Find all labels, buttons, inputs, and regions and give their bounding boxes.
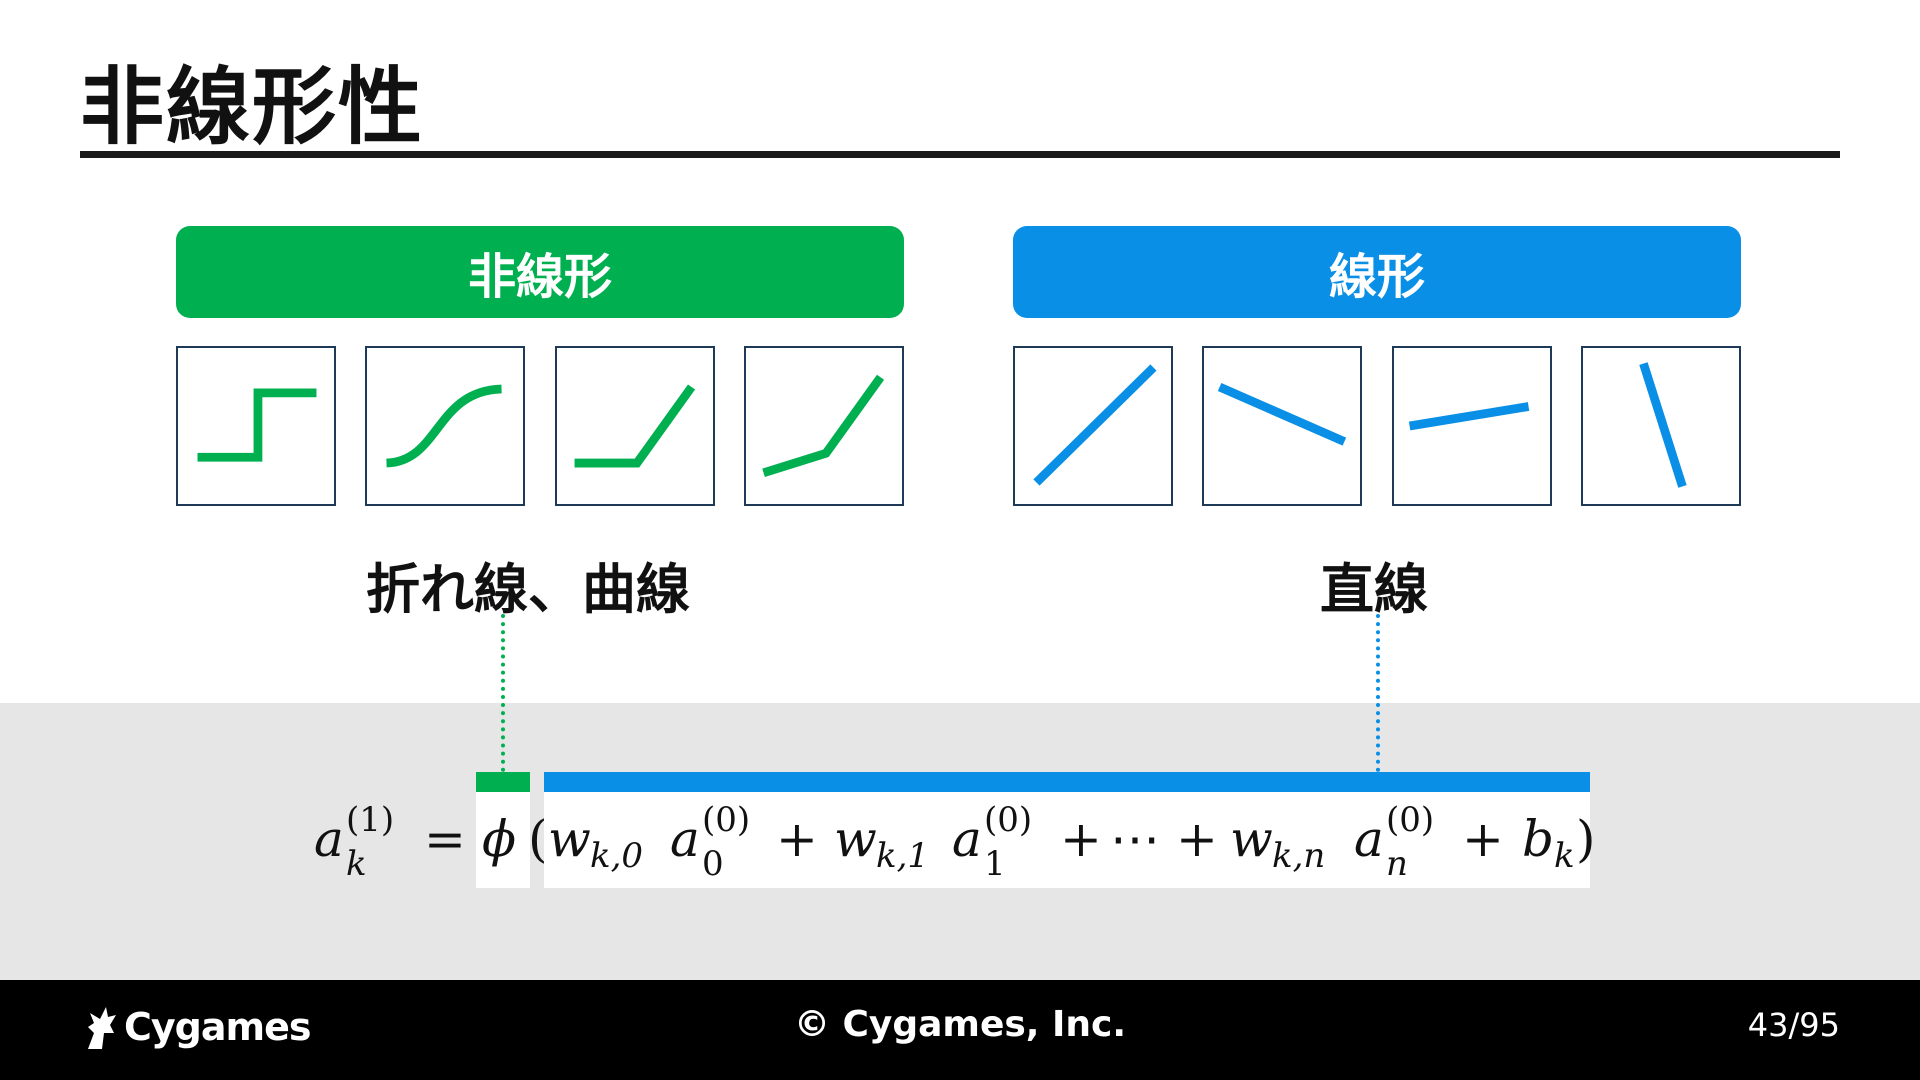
plus-1: +: [776, 810, 818, 868]
plus-4: +: [1462, 810, 1504, 868]
line-steep-fall-icon: [1581, 346, 1741, 506]
bias-b: b: [1522, 810, 1555, 868]
weight-wn: w: [1230, 810, 1273, 868]
cygames-logo: Cygames: [80, 1002, 311, 1052]
bias-sub: k: [1554, 836, 1575, 876]
page-number: 43/95: [1747, 1006, 1840, 1044]
plus-3: +: [1176, 810, 1218, 868]
copyright-text: © Cygames, Inc.: [793, 1004, 1127, 1045]
act-an-sup: (0): [1386, 800, 1435, 840]
lhs-sup: (1): [346, 800, 395, 840]
lhs-sub: k: [346, 844, 367, 884]
weight-w0: w: [548, 810, 591, 868]
act-a1-sup: (0): [984, 800, 1033, 840]
nonlinear-connector: [501, 614, 505, 772]
dragon-icon: [88, 1007, 116, 1049]
weight-w1-sub: k,1: [876, 836, 930, 876]
slide-title: 非線形性: [80, 58, 425, 156]
line-falling-icon: [1202, 346, 1362, 506]
footer-bar: [0, 980, 1920, 1080]
act-an-sub: n: [1386, 844, 1408, 884]
nonlinear-caption: 折れ線、曲線: [366, 558, 690, 621]
act-a1-sub: 1: [984, 844, 1006, 884]
nonlinear-bracket: [476, 772, 530, 792]
phi-highlight: [476, 792, 530, 888]
lhs-var: a: [314, 810, 344, 868]
neuron-formula: a (1) k = ϕ ( w k,0 a (0) 0 + w k,1 a (0…: [310, 790, 1610, 900]
act-an: a: [1354, 810, 1384, 868]
nonlinear-header: 非線形: [176, 226, 904, 318]
piecewise-linear-icon: [744, 346, 904, 506]
equals-sign: =: [424, 810, 466, 868]
ellipsis: ⋯: [1110, 810, 1160, 868]
linear-connector: [1376, 614, 1380, 772]
open-paren: (: [528, 810, 548, 868]
line-rising-icon: [1013, 346, 1173, 506]
linear-bracket: [544, 772, 1590, 792]
linear-header: 線形: [1013, 226, 1741, 318]
act-a0-sub: 0: [702, 844, 724, 884]
weight-w0-sub: k,0: [590, 836, 644, 876]
relu-icon: [555, 346, 715, 506]
plus-2: +: [1060, 810, 1102, 868]
weighted-sum-highlight: [544, 792, 1590, 888]
close-paren: ): [1576, 810, 1596, 868]
logo-text: Cygames: [124, 1005, 311, 1049]
phi-symbol: ϕ: [482, 810, 517, 868]
weight-wn-sub: k,n: [1272, 836, 1326, 876]
step-function-icon: [176, 346, 336, 506]
weight-w1: w: [834, 810, 877, 868]
linear-caption: 直線: [1320, 558, 1428, 621]
line-slight-rise-icon: [1392, 346, 1552, 506]
act-a0-sup: (0): [702, 800, 751, 840]
sigmoid-curve-icon: [365, 346, 525, 506]
act-a1: a: [952, 810, 982, 868]
title-underline: [80, 151, 1840, 158]
act-a0: a: [670, 810, 700, 868]
